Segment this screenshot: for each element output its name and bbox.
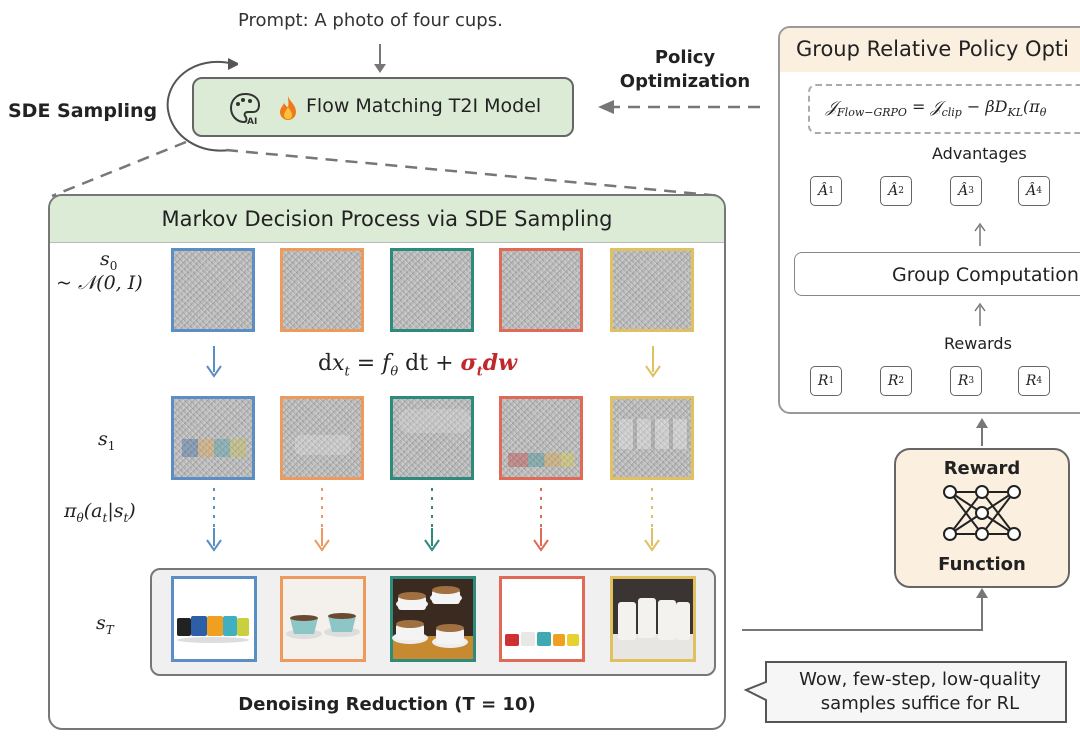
arrow-up-advantages (974, 222, 986, 246)
svg-text:AI: AI (247, 117, 257, 125)
neural-network-icon (943, 485, 1021, 541)
s0-tile-3 (390, 248, 474, 332)
speech-text: Wow, few-step, low-quality samples suffi… (799, 669, 1041, 714)
arrow-teal-2 (424, 528, 440, 552)
s0-tile-1 (171, 248, 255, 332)
dots-teal (431, 488, 433, 528)
grpo-objective: 𝒥Flow−GRPO = 𝒥clip − βDKL(πθ (826, 97, 1047, 120)
ai-palette-icon: AI (229, 92, 261, 125)
s1-tile-4 (499, 396, 583, 480)
sT-image-2 (280, 576, 366, 662)
policy-optimization-line2: Optimization (619, 71, 751, 92)
sT-image-4 (499, 576, 585, 662)
prompt-text: Prompt: A photo of four cups. (238, 10, 503, 31)
s0-label: s0 (100, 248, 118, 273)
reward-function-line2: Function (938, 554, 1026, 575)
policy-optimization-label: Policy Optimization (612, 46, 758, 94)
dots-red (540, 488, 542, 528)
sT-image-3 (390, 576, 476, 662)
mdp-panel: Markov Decision Process via SDE Sampling (48, 194, 726, 730)
fire-icon (280, 96, 296, 120)
grpo-title-bar: Group Relative Policy Opti (780, 28, 1080, 72)
sde-sampling-label: SDE Sampling (8, 100, 158, 122)
denoising-footer: Denoising Reduction (T = 10) (238, 694, 536, 715)
s0-distribution: ~ 𝒩(0, I) (56, 272, 143, 294)
policy-optimization-line1: Policy (654, 47, 716, 68)
arrow-yellow-1 (645, 346, 661, 378)
flow-matching-model-box: AI Flow Matching T2I Model (192, 77, 574, 137)
mdp-title-bar: Markov Decision Process via SDE Sampling (50, 196, 724, 243)
group-computation-label: Group Computation (892, 264, 1079, 286)
model-label: Flow Matching T2I Model (306, 95, 542, 117)
sT-image-1 (171, 576, 257, 662)
s1-tile-3 (390, 396, 474, 480)
sT-label: sT (96, 612, 114, 637)
s0-tile-5 (610, 248, 694, 332)
sT-image-5 (610, 576, 696, 662)
rewards-label: Rewards (944, 334, 1012, 353)
arrow-orange-2 (314, 528, 330, 552)
grpo-objective-box (808, 84, 1080, 134)
reward-function-line1: Reward (943, 458, 1021, 479)
s1-label: s1 (98, 428, 116, 453)
arrow-blue-2 (206, 528, 222, 552)
policy-label: πθ(at|st) (64, 500, 136, 525)
s1-tile-1 (171, 396, 255, 480)
arrow-red-2 (533, 528, 549, 552)
s1-tile-2 (280, 396, 364, 480)
speech-bubble (743, 661, 1067, 723)
s1-tile-5 (610, 396, 694, 480)
group-computation-box (794, 252, 1080, 296)
dots-blue (213, 488, 215, 528)
sde-loop-arrow (166, 58, 238, 152)
prompt-arrow (374, 44, 386, 73)
dots-yellow (651, 488, 653, 528)
grpo-panel: Group Relative Policy Opti (778, 26, 1080, 414)
arrow-blue-1 (206, 346, 222, 378)
grpo-title: Group Relative Policy Opti (796, 37, 1069, 61)
s0-tile-2 (280, 248, 364, 332)
advantages-label: Advantages (932, 144, 1027, 163)
dots-orange (321, 488, 323, 528)
arrow-up-group (974, 302, 986, 326)
arrow-yellow-2 (644, 528, 660, 552)
sde-equation: dxt = fθ dt + σtdw (318, 350, 518, 380)
mdp-title: Markov Decision Process via SDE Sampling (161, 207, 613, 231)
s0-tile-4 (499, 248, 583, 332)
